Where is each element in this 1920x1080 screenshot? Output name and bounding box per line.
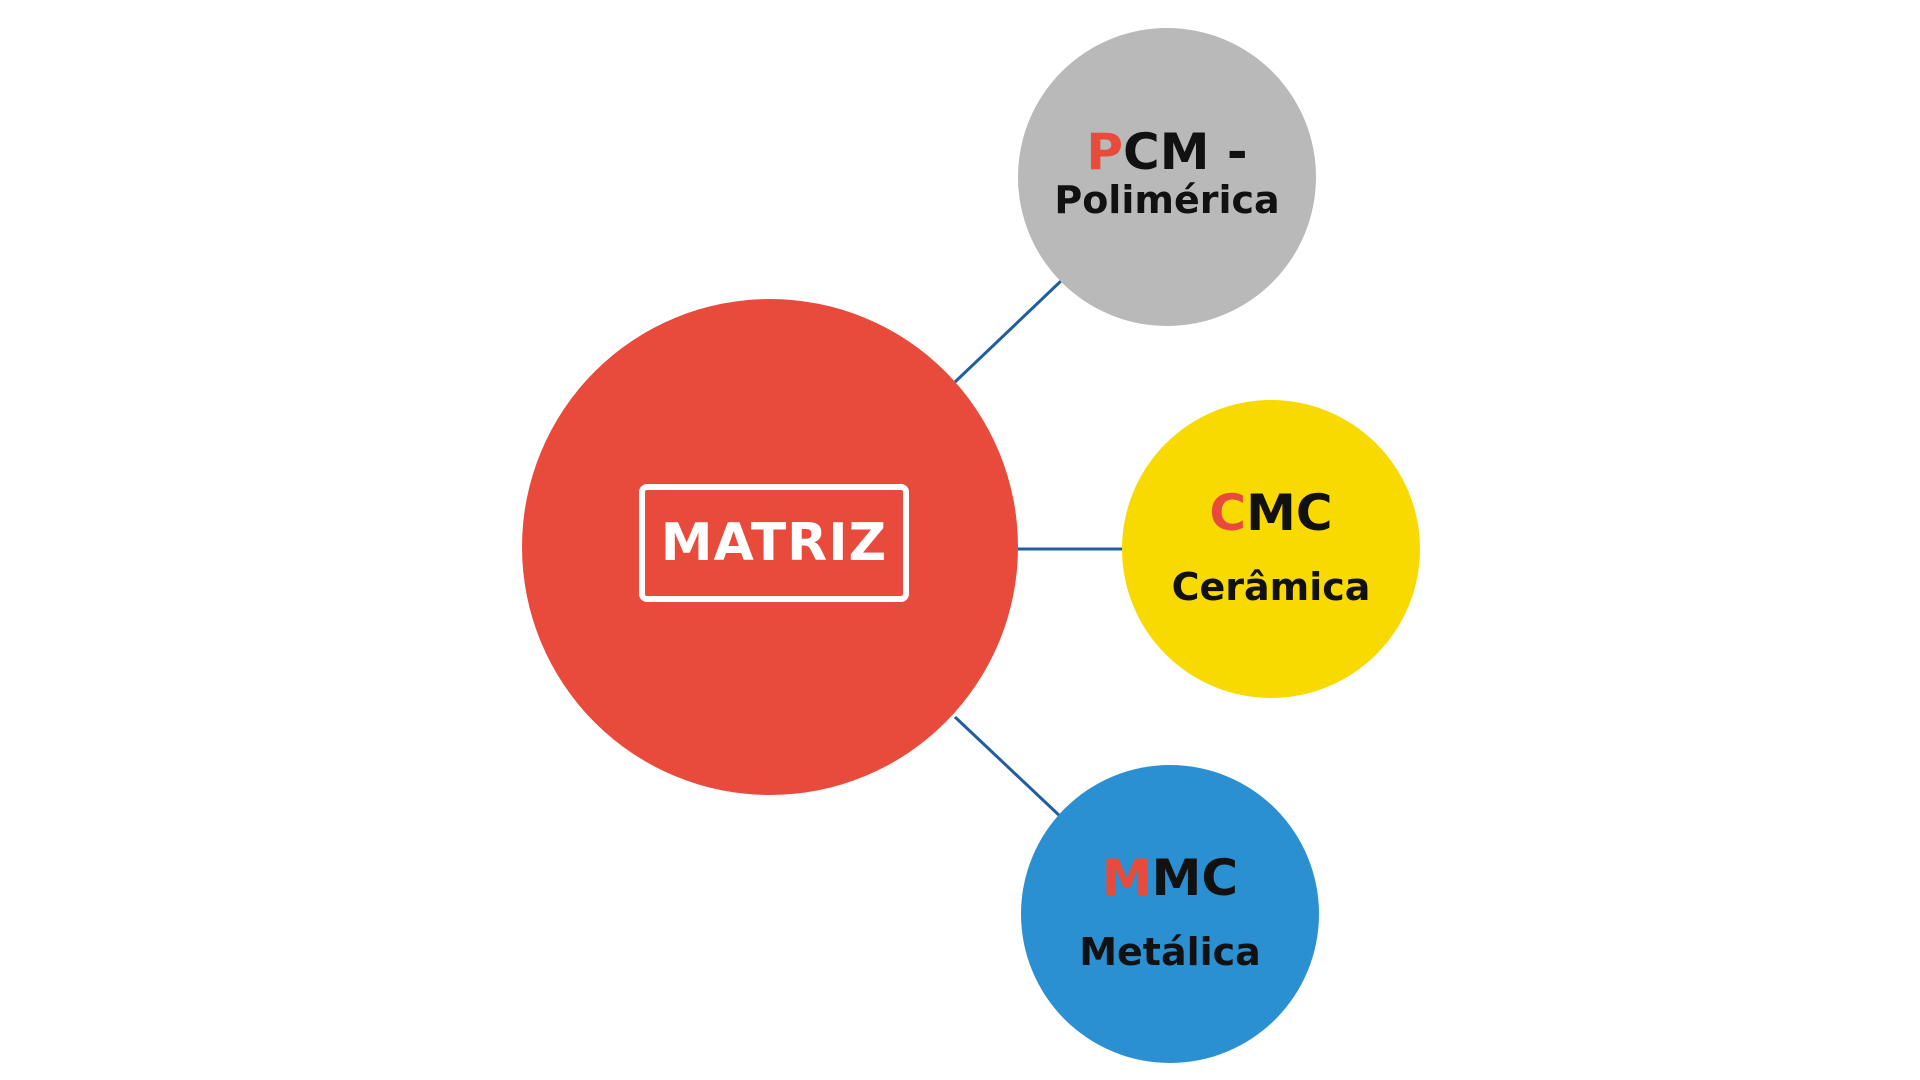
connector-mmc [953, 715, 1064, 820]
node-cmc-abbr-rest: MC [1246, 483, 1333, 542]
node-pcm-initial: P [1086, 122, 1124, 181]
node-cmc-initial: C [1209, 483, 1247, 542]
center-node-matriz: MATRIZ [522, 299, 1018, 795]
node-mmc-abbr-rest: MC [1151, 848, 1239, 907]
matriz-label-box: MATRIZ [639, 484, 909, 602]
matriz-label: MATRIZ [660, 513, 888, 573]
node-mmc-initial: M [1101, 848, 1152, 907]
connector-pcm [953, 278, 1064, 384]
node-pcm-abbr-rest: CM - [1123, 122, 1248, 181]
node-pcm: PCM - Polimérica [1018, 28, 1316, 326]
node-pcm-label: Polimérica [1054, 178, 1280, 223]
node-mmc-label: Metálica [1079, 930, 1261, 975]
node-mmc: MMC Metálica [1021, 765, 1319, 1063]
node-cmc: CMC Cerâmica [1122, 400, 1420, 698]
node-cmc-abbr: CMC [1209, 487, 1332, 540]
node-pcm-abbr: PCM - [1086, 126, 1247, 179]
node-mmc-abbr: MMC [1102, 852, 1238, 905]
node-cmc-label: Cerâmica [1171, 565, 1371, 610]
